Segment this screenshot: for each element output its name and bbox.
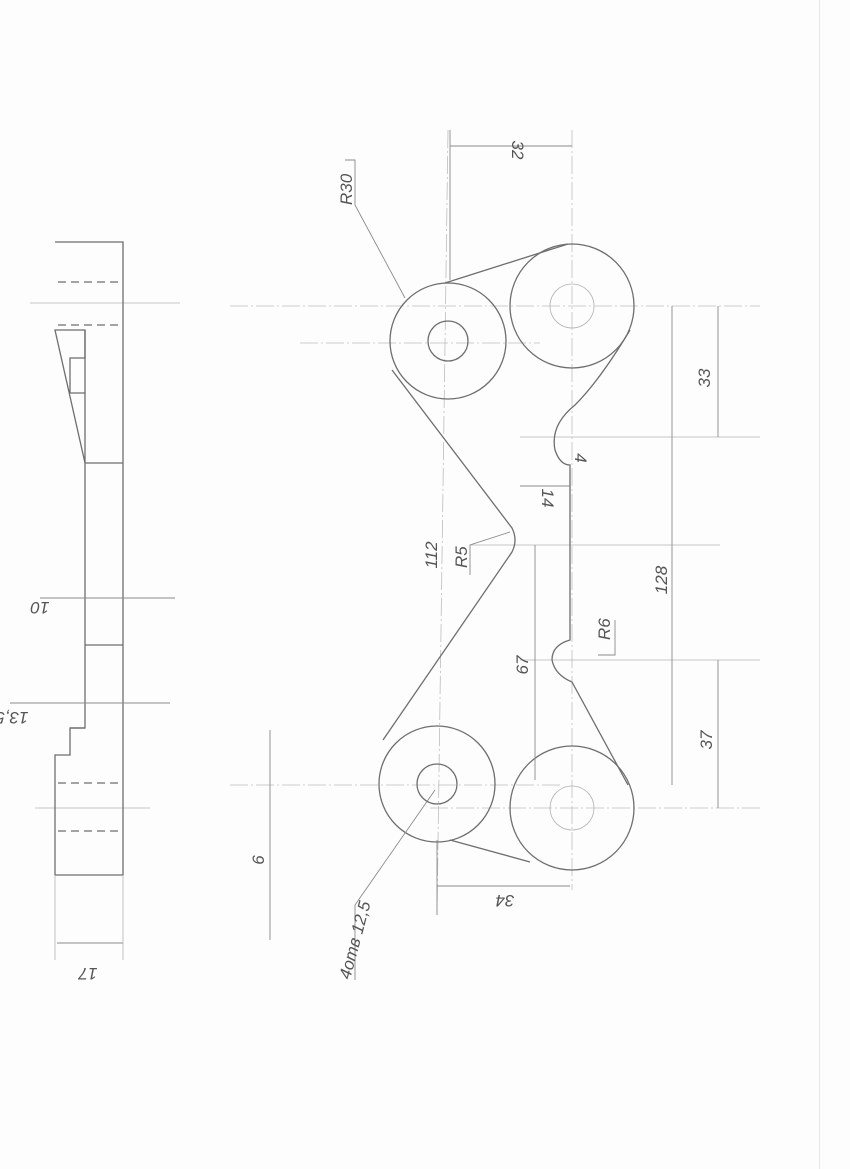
boss-top-left [389, 282, 507, 400]
hole-bottom-left [416, 763, 458, 805]
front-view: R30 32 33 4 14 R5 112 128 R6 67 37 6 34 … [230, 129, 760, 981]
dim-33: 33 [695, 368, 714, 387]
label-r5: R5 [452, 546, 471, 568]
side-view: 10 13,5 17 [0, 241, 180, 983]
dim-side-10: 10 [30, 598, 49, 617]
dim-side-13-5: 13,5 [0, 708, 29, 727]
boss-top-right [509, 243, 635, 369]
holes-note: 4отв 12,5 [336, 899, 375, 981]
boss-bottom-left [378, 725, 496, 843]
dim-112: 112 [422, 541, 441, 569]
dim-34: 34 [496, 891, 515, 910]
dim-67: 67 [513, 655, 532, 674]
dim-4: 4 [571, 453, 590, 462]
dim-37: 37 [697, 730, 716, 749]
part-outline [382, 243, 631, 863]
boss-bottom-right [509, 745, 635, 871]
dim-128: 128 [652, 565, 671, 594]
dim-14: 14 [538, 489, 557, 508]
label-r6: R6 [595, 618, 614, 640]
dim-32: 32 [508, 141, 527, 160]
label-r30: R30 [337, 173, 356, 205]
hole-bottom-right [549, 785, 595, 831]
paper-edge [819, 0, 820, 1169]
dim-side-17: 17 [78, 964, 97, 983]
hole-top-left [427, 320, 469, 362]
hole-top-right [549, 283, 595, 329]
dim-6: 6 [249, 855, 268, 865]
